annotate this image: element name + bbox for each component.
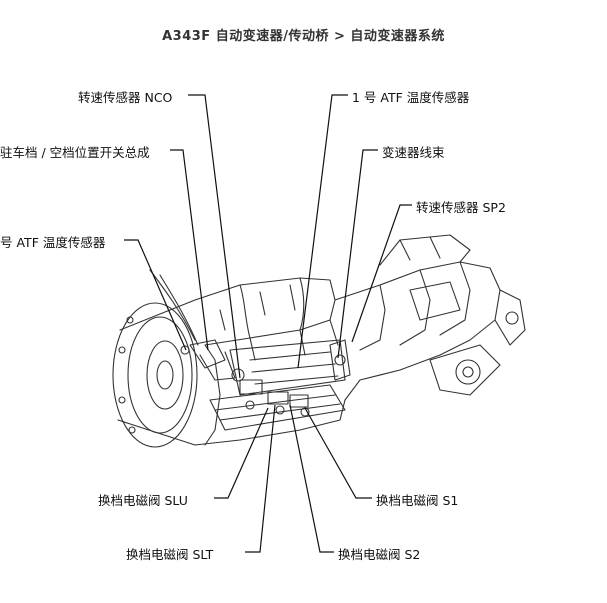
label-atf-temp-2: 号 ATF 温度传感器 <box>0 235 106 250</box>
leader-slt <box>245 404 276 553</box>
label-sp2-sensor: 转速传感器 SP2 <box>416 200 506 215</box>
label-park-neutral-switch: 驻车档 / 空档位置开关总成 <box>0 145 150 160</box>
label-nco-sensor: 转速传感器 NCO <box>78 90 173 105</box>
leader-sp2 <box>351 204 412 343</box>
sensor-cluster <box>149 269 245 382</box>
leader-s2 <box>289 404 334 553</box>
leader-atf-2 <box>124 239 187 351</box>
leader-park-neutral <box>170 149 209 351</box>
transmission-case <box>194 277 346 446</box>
leader-slu <box>214 407 269 499</box>
label-wire-harness: 变速器线束 <box>382 145 445 160</box>
torque-converter-housing <box>112 299 198 448</box>
leader-s1 <box>304 407 372 499</box>
label-atf-temp-1: 1 号 ATF 温度传感器 <box>352 90 470 105</box>
label-s1-valve: 换档电磁阀 S1 <box>376 493 459 508</box>
leader-lines <box>124 94 412 553</box>
leader-nco <box>188 94 241 379</box>
page-title: A343F 自动变速器/传动桥 > 自动变速器系统 <box>162 29 445 44</box>
transfer-case <box>329 234 526 401</box>
label-slt-valve: 换档电磁阀 SLT <box>126 547 214 562</box>
label-s2-valve: 换档电磁阀 S2 <box>338 547 421 562</box>
valve-body <box>209 379 346 431</box>
leader-wire-harness <box>337 149 378 359</box>
leader-atf-1 <box>297 94 348 369</box>
label-slu-valve: 换档电磁阀 SLU <box>98 493 188 508</box>
